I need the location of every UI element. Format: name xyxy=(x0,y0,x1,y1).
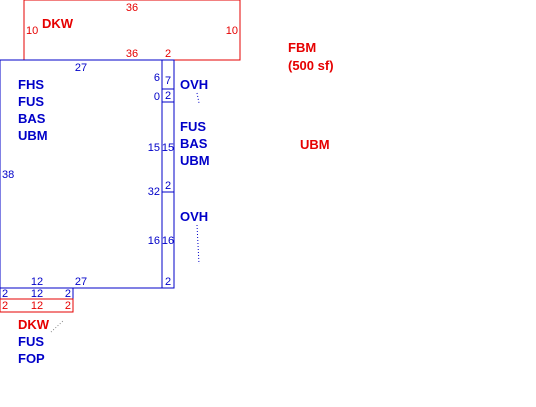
bottom-red-dim-right: 2 xyxy=(65,300,71,312)
middle-code-2: BAS xyxy=(180,136,208,151)
top-deck-dim-bottom: 36 xyxy=(126,48,138,60)
bottom-blue-dim-mid: 12 xyxy=(31,288,43,300)
main-dim-bottom-12: 12 xyxy=(31,276,43,288)
bottom-blue-dim-left: 2 xyxy=(2,288,8,300)
side-dim-15: 15 xyxy=(162,142,174,154)
overhang-top-code: OVH xyxy=(180,77,208,92)
top-deck-dim-right: 10 xyxy=(226,25,238,37)
top-deck-dim-left: 10 xyxy=(26,25,38,37)
main-code-2: FUS xyxy=(18,94,44,109)
middle-code-1: FUS xyxy=(180,119,206,134)
bottom-deck-leader xyxy=(50,319,65,333)
main-code-3: BAS xyxy=(18,111,46,126)
bottom-red-dim-left: 2 xyxy=(2,300,8,312)
main-dim-15: 15 xyxy=(148,142,160,154)
side-dim-16: 16 xyxy=(162,235,174,247)
main-dim-bottom-27: 27 xyxy=(75,276,87,288)
main-code-1: FHS xyxy=(18,77,44,92)
side-dim-2c: 2 xyxy=(165,276,171,288)
bottom-red-dim-mid: 12 xyxy=(31,300,43,312)
main-code-4: UBM xyxy=(18,128,48,143)
ubm-right-code: UBM xyxy=(300,137,330,152)
main-dim-16: 16 xyxy=(148,235,160,247)
bottom-code-fus: FUS xyxy=(18,334,44,349)
bottom-blue-dim-right: 2 xyxy=(65,288,71,300)
top-deck-code: DKW xyxy=(42,16,74,31)
top-deck-dim-corner: 2 xyxy=(165,48,171,60)
bottom-code-fop: FOP xyxy=(18,351,45,366)
side-dim-7: 7 xyxy=(165,75,171,87)
bottom-deck-code: DKW xyxy=(18,317,50,332)
fbm-area: (500 sf) xyxy=(288,58,334,73)
main-dim-32: 32 xyxy=(148,186,160,198)
overhang-bottom-code: OVH xyxy=(180,209,208,224)
side-strip-outline xyxy=(161,59,175,289)
fbm-code: FBM xyxy=(288,40,316,55)
middle-code-3: UBM xyxy=(180,153,210,168)
main-dim-left: 38 xyxy=(2,169,14,181)
main-dim-6: 6 xyxy=(154,72,160,84)
side-dim-2a: 2 xyxy=(165,90,171,102)
top-deck-dim-top: 36 xyxy=(126,2,138,14)
overhang-bottom-leader xyxy=(196,224,200,265)
bottom-strip-red xyxy=(0,298,74,313)
main-dim-0: 0 xyxy=(154,91,160,103)
overhang-top-leader xyxy=(196,92,200,104)
side-dim-2b: 2 xyxy=(165,180,171,192)
main-dim-top: 27 xyxy=(75,62,87,74)
